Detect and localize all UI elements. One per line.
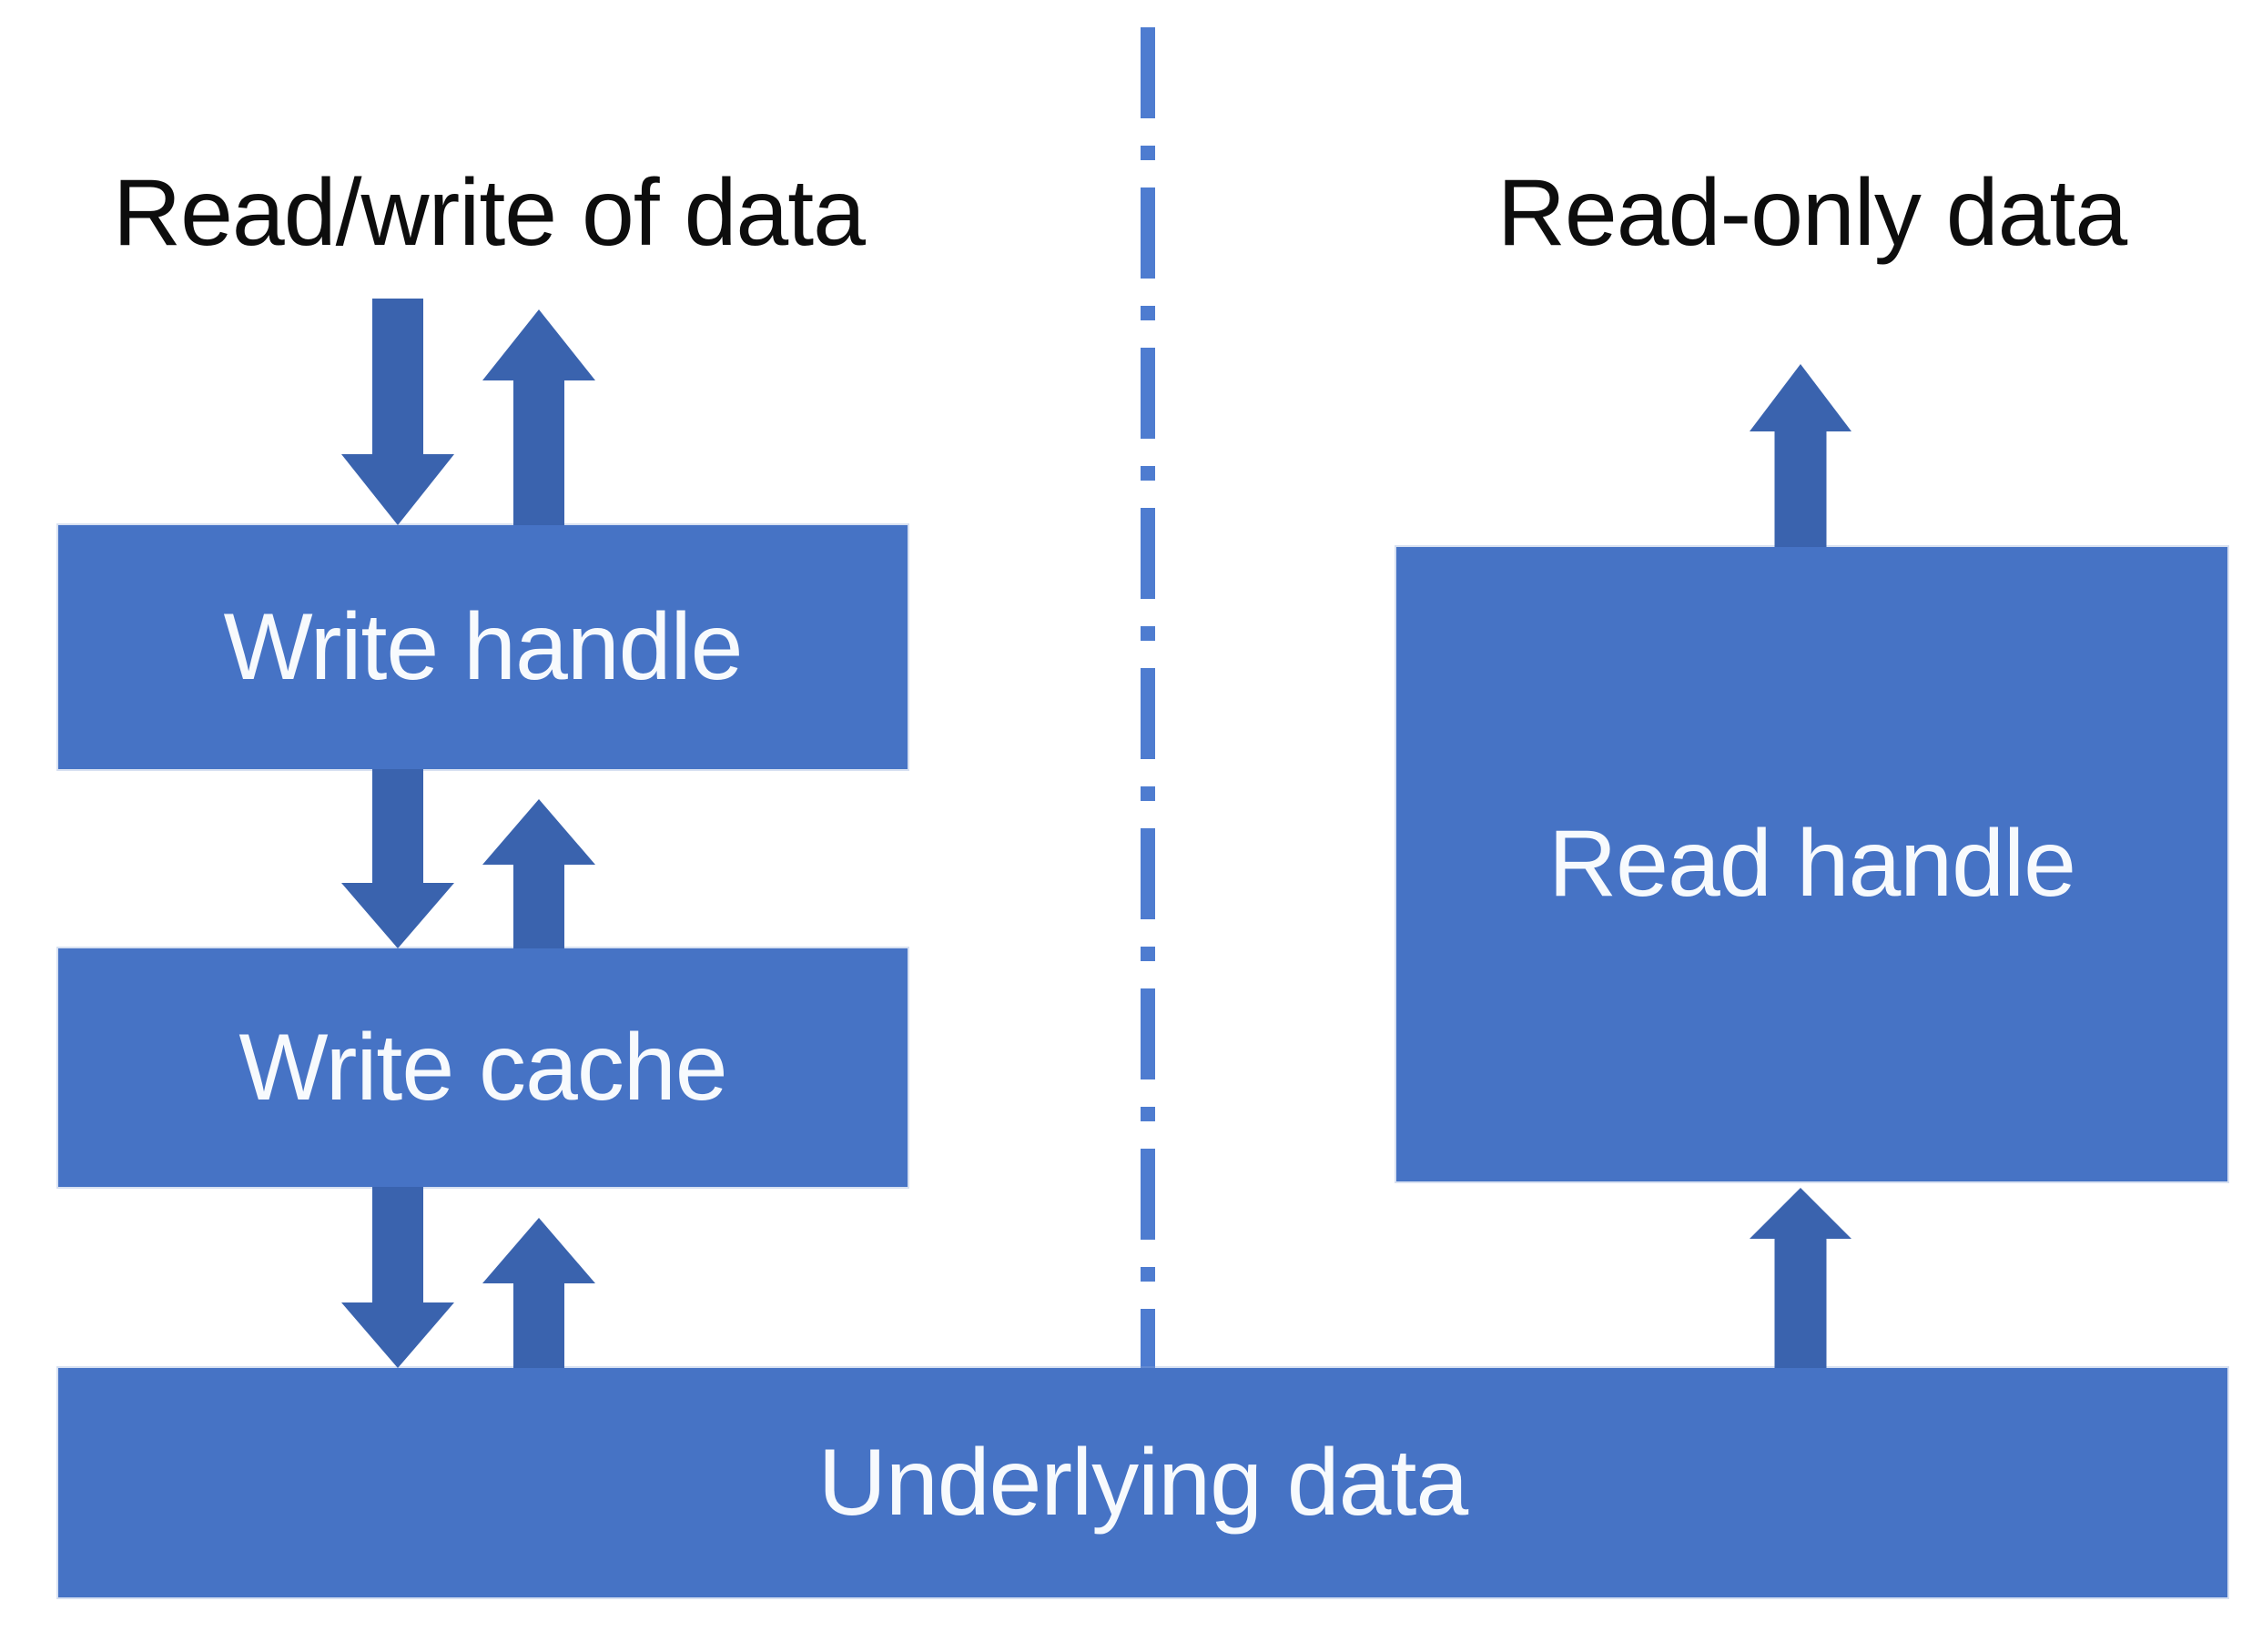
readwrite-top-up-arrow-stem [513,379,564,525]
read-handle-box: Read handle [1396,547,2227,1181]
readonly-top-up-arrow [1750,364,1851,547]
left-column-title: Read/write of data [112,160,866,266]
readwrite-mid-up-arrow [482,799,595,948]
readwrite-bottom-up-arrow-stem [513,1282,564,1368]
underlying-data-box-label: Underlying data [817,1429,1468,1535]
right-column-title: Read-only data [1496,160,2127,266]
readwrite-top-down-arrow-head [341,454,454,525]
dash-dot-divider-line [1141,27,1155,1368]
write-handle-box-label: Write handle [223,593,744,700]
readonly-bottom-up-arrow [1750,1188,1851,1368]
readwrite-bottom-down-arrow-stem [372,1187,423,1304]
readwrite-top-up-arrow [482,309,595,525]
underlying-data-box: Underlying data [58,1368,2227,1597]
readwrite-mid-down-arrow-stem [372,769,423,885]
write-handle-box: Write handle [58,525,908,769]
write-cache-box: Write cache [58,948,908,1187]
readonly-top-up-arrow-stem [1774,430,1827,547]
readwrite-mid-down-arrow [341,769,454,948]
readwrite-top-down-arrow-stem [372,299,423,456]
readwrite-bottom-down-arrow-head [341,1302,454,1368]
readwrite-bottom-down-arrow [341,1187,454,1368]
readwrite-top-down-arrow [341,299,454,525]
write-cache-box-label: Write cache [238,1014,727,1120]
readwrite-mid-up-arrow-head [482,799,595,865]
readwrite-top-up-arrow-head [482,309,595,380]
readwrite-bottom-up-arrow [482,1218,595,1368]
readonly-top-up-arrow-head [1750,364,1851,431]
readonly-bottom-up-arrow-stem [1774,1237,1827,1368]
readonly-bottom-up-arrow-head [1750,1188,1851,1239]
read-handle-box-label: Read handle [1548,811,2076,917]
readwrite-mid-down-arrow-head [341,883,454,948]
readwrite-mid-up-arrow-stem [513,863,564,948]
readwrite-bottom-up-arrow-head [482,1218,595,1283]
